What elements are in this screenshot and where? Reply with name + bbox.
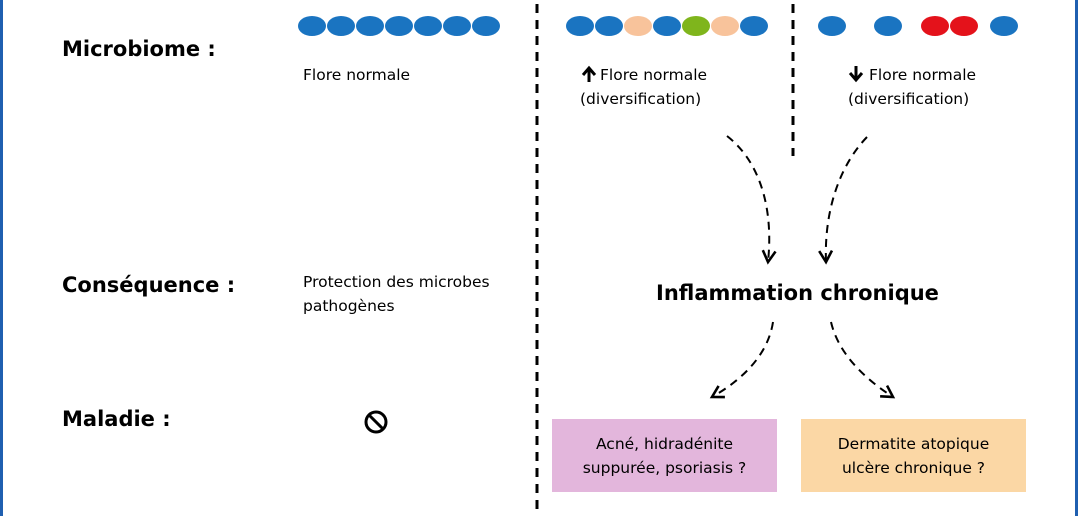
bacterium — [653, 16, 681, 36]
bacterium — [950, 16, 978, 36]
bacterium — [595, 16, 623, 36]
increase-flora-bacteria — [566, 16, 768, 36]
bacterium — [682, 16, 710, 36]
bacterium — [414, 16, 442, 36]
prohibited-icon — [364, 410, 388, 434]
bacterium — [874, 16, 902, 36]
disease-box-left-text: Acné, hidradénite suppurée, psoriasis ? — [582, 434, 747, 477]
bacterium — [356, 16, 384, 36]
protection-text: Protection des microbes pathogènes — [303, 273, 490, 315]
bacterium — [327, 16, 355, 36]
arrow-up-icon — [581, 65, 597, 82]
disease-box-right: Dermatite atopique ulcère chronique ? — [801, 419, 1026, 492]
inflammation-title: Inflammation chronique — [656, 281, 939, 305]
arrow-inflammation-to-right-box — [830, 321, 896, 399]
microbiome-label: Microbiome : — [62, 37, 216, 61]
bacterium — [740, 16, 768, 36]
bacterium — [566, 16, 594, 36]
bacterium — [818, 16, 846, 36]
increase-note: (diversification) — [580, 90, 702, 108]
decrease-flora-text: Flore normale — [869, 66, 977, 84]
consequence-label: Conséquence : — [62, 273, 236, 297]
normal-flora-bacteria — [298, 16, 500, 36]
bacterium — [472, 16, 500, 36]
bacterium — [921, 16, 949, 36]
bacterium — [711, 16, 739, 36]
bacterium — [990, 16, 1018, 36]
arrow-down-icon — [848, 66, 864, 83]
normal-flora-text: Flore normale — [303, 66, 411, 84]
decrease-note: (diversification) — [848, 90, 970, 108]
arrow-increase-to-inflammation — [726, 135, 777, 265]
disease-box-right-text: Dermatite atopique ulcère chronique ? — [837, 434, 990, 477]
increase-flora-text: Flore normale — [600, 66, 708, 84]
arrow-decrease-to-inflammation — [818, 136, 868, 265]
decrease-flora-bacteria — [818, 16, 1018, 36]
maladie-label: Maladie : — [62, 407, 171, 431]
bacterium — [624, 16, 652, 36]
disease-box-left: Acné, hidradénite suppurée, psoriasis ? — [552, 419, 777, 492]
arrow-inflammation-to-left-box — [709, 321, 774, 399]
bacterium — [298, 16, 326, 36]
bacterium — [385, 16, 413, 36]
bacterium — [443, 16, 471, 36]
